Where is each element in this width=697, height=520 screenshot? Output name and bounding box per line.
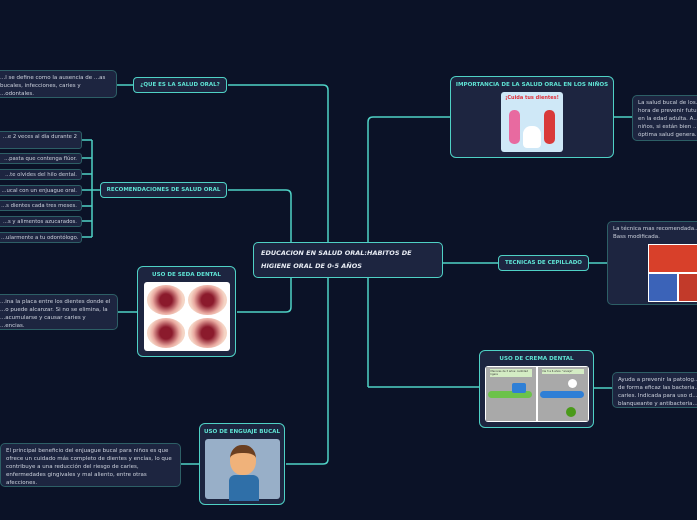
list-item[interactable]: ...pasta que contenga flúor. xyxy=(0,153,82,164)
node-crema-dental[interactable]: USO DE CREMA DENTAL Menores de 3 años: c… xyxy=(479,350,594,428)
note-text: ...ina la placa entre los dientes donde … xyxy=(0,299,111,329)
list-item[interactable]: ...te olvides del hilo dental. xyxy=(0,169,82,180)
node-enjuague-bucal[interactable]: USO DE ENGUAJE BUCAL xyxy=(199,423,285,505)
list-item[interactable]: ...s y alimentos azucarados. xyxy=(0,216,82,227)
que-es-text[interactable]: ...l se define como la ausencia de ...as… xyxy=(0,70,117,98)
tecnicas-text[interactable]: La técnica mas recomendada... Bass modif… xyxy=(607,221,697,305)
brushing-technique-image xyxy=(648,244,697,302)
enjuague-text[interactable]: El principal beneficio del enjuague buca… xyxy=(0,443,181,487)
list-item[interactable]: ...s dientes cada tres meses. xyxy=(0,200,82,211)
node-label: IMPORTANCIA DE LA SALUD ORAL EN LOS NIÑO… xyxy=(455,82,609,88)
node-label: ¿QUE ES LA SALUD ORAL? xyxy=(140,82,220,88)
note-text: Ayuda a prevenir la patolog... de forma … xyxy=(618,377,697,407)
list-item[interactable]: ...ucal con un enjuague oral. xyxy=(0,185,82,196)
central-topic-label: EDUCACION EN SALUD ORAL:HABITOS DE HIGIE… xyxy=(261,249,412,270)
seda-text[interactable]: ...ina la placa entre los dientes donde … xyxy=(0,294,118,330)
node-seda-dental[interactable]: USO DE SEDA DENTAL xyxy=(137,266,236,357)
image-caption: Menores de 3 años: cantidad ligera xyxy=(489,369,532,377)
node-label: USO DE ENGUAJE BUCAL xyxy=(203,429,281,435)
list-item[interactable]: ...e 2 veces al día durante 2 xyxy=(0,131,82,149)
crema-text[interactable]: Ayuda a prevenir la patolog... de forma … xyxy=(612,372,697,408)
node-label: RECOMENDACIONES DE SALUD ORAL xyxy=(106,187,221,193)
node-importancia[interactable]: IMPORTANCIA DE LA SALUD ORAL EN LOS NIÑO… xyxy=(450,76,614,158)
note-text: El principal beneficio del enjuague buca… xyxy=(6,448,172,486)
list-item[interactable]: ...ularmente a tu odontólogo. xyxy=(0,232,82,243)
node-tecnicas-cepillado[interactable]: TECNICAS DE CEPILLADO xyxy=(498,255,589,271)
node-recomendaciones[interactable]: RECOMENDACIONES DE SALUD ORAL xyxy=(100,182,227,198)
boy-mouthwash-image xyxy=(204,439,280,501)
node-label: USO DE SEDA DENTAL xyxy=(152,272,221,278)
note-text: La salud bucal de los... hora de preveni… xyxy=(638,100,697,138)
flossing-image xyxy=(143,282,230,351)
image-caption: ¡Cuida tus dientes! xyxy=(505,95,559,101)
note-text: La técnica mas recomendada... Bass modif… xyxy=(613,226,697,240)
node-label: USO DE CREMA DENTAL xyxy=(499,356,574,362)
importancia-text[interactable]: La salud bucal de los... hora de preveni… xyxy=(632,95,697,141)
node-label: TECNICAS DE CEPILLADO xyxy=(505,260,582,266)
node-que-es[interactable]: ¿QUE ES LA SALUD ORAL? xyxy=(133,77,227,93)
kids-brushing-image: ¡Cuida tus dientes! xyxy=(501,92,563,152)
image-caption: De 3 a 6 años: "arveja" xyxy=(541,369,584,374)
toothpaste-amount-image: Menores de 3 años: cantidad ligera De 3 … xyxy=(484,366,589,422)
central-topic[interactable]: EDUCACION EN SALUD ORAL:HABITOS DE HIGIE… xyxy=(253,242,443,278)
note-text: ...l se define como la ausencia de ...as… xyxy=(0,75,106,97)
